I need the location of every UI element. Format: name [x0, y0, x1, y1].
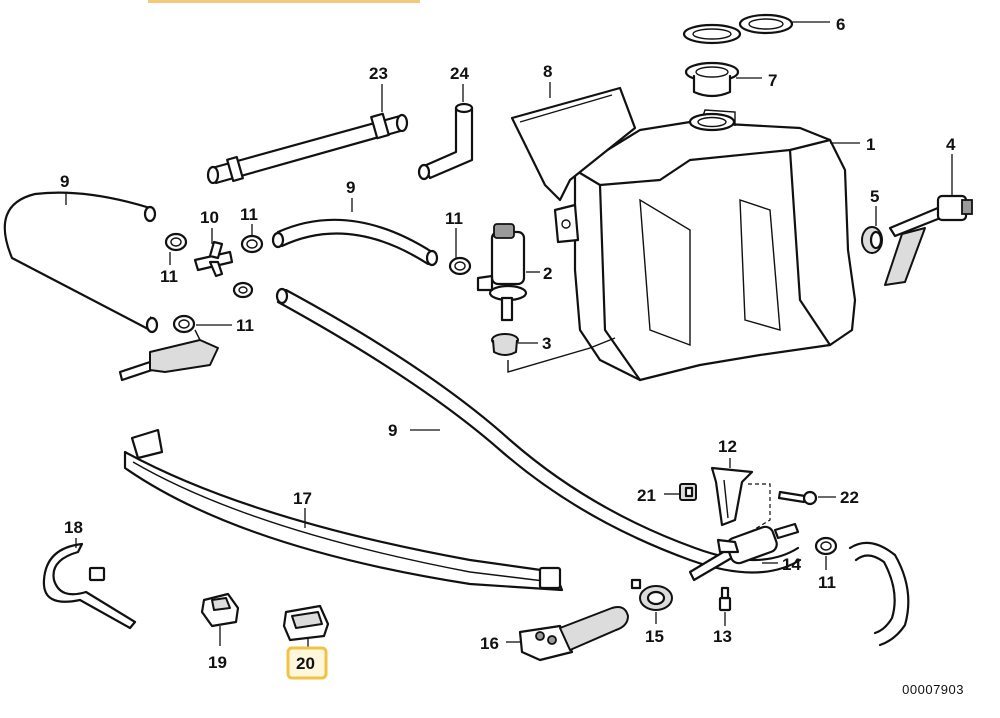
label-6: 6	[836, 15, 845, 34]
label-8: 8	[543, 62, 552, 81]
label-21: 21	[637, 486, 656, 505]
part-19-clip[interactable]	[200, 592, 240, 628]
label-19: 19	[208, 653, 227, 672]
part-9-hose-middle[interactable]	[271, 218, 439, 267]
part-4-level-sensor[interactable]	[884, 194, 973, 286]
label-7: 7	[768, 71, 777, 90]
part-9-hose-left[interactable]	[3, 191, 159, 334]
part-2-washer-pump[interactable]	[476, 223, 528, 322]
part-15-clip-ring[interactable]	[630, 578, 673, 611]
part-7-filler-neck[interactable]	[684, 61, 740, 98]
label-11-a: 11	[160, 267, 178, 286]
part-1-reservoir[interactable]	[553, 109, 857, 382]
label-1: 1	[866, 135, 875, 154]
label-18: 18	[64, 518, 83, 537]
part-24-elbow[interactable]	[417, 102, 474, 181]
part-11-clamp-b[interactable]	[232, 234, 264, 299]
part-9-hose-long[interactable]	[275, 287, 910, 647]
label-11-e: 11	[818, 573, 836, 592]
part-23-straight-tube[interactable]	[206, 112, 409, 185]
dashed-guide-12	[739, 483, 771, 539]
label-5: 5	[870, 187, 879, 206]
part-18-cable-tie[interactable]	[42, 542, 137, 630]
part-11-clamp-c[interactable]	[172, 314, 196, 334]
part-20-clip[interactable]	[282, 604, 330, 642]
part-6-gasket[interactable]	[682, 13, 794, 45]
label-11-b: 11	[240, 205, 258, 224]
label-24: 24	[450, 64, 469, 83]
label-16: 16	[480, 634, 499, 653]
part-13-screw[interactable]	[718, 586, 732, 612]
label-12: 12	[718, 437, 737, 456]
part-22-screw[interactable]	[777, 490, 818, 506]
leader-3-to-tank	[507, 337, 616, 373]
label-4: 4	[946, 135, 956, 154]
part-21-clip-nut[interactable]	[679, 483, 697, 501]
label-14: 14	[782, 555, 801, 574]
highlight-box-20[interactable]	[286, 646, 328, 680]
part-11-clamp-d[interactable]	[448, 256, 472, 276]
label-23: 23	[369, 64, 388, 83]
part-17-trim-panel[interactable]	[123, 428, 564, 592]
part-16-washer-jet[interactable]	[518, 606, 629, 662]
label-11-d: 11	[445, 209, 463, 228]
label-20: 20	[296, 654, 315, 673]
part-5-grommet[interactable]	[861, 226, 883, 254]
label-17: 17	[293, 489, 312, 508]
label-9-middle: 9	[346, 178, 355, 197]
part-14-heater[interactable]	[688, 522, 800, 582]
part-11-clamp-e[interactable]	[814, 536, 838, 556]
label-9-long: 9	[388, 421, 397, 440]
top-edge-bar	[148, 0, 420, 3]
part-8-shield[interactable]	[510, 86, 637, 202]
label-10: 10	[200, 208, 219, 227]
label-13: 13	[713, 627, 732, 646]
reference-code: 00007903	[902, 682, 964, 697]
part-11-clamp-a[interactable]	[164, 232, 188, 252]
left-hose-nozzle-connector[interactable]	[118, 329, 219, 382]
label-2: 2	[543, 264, 552, 283]
label-11-c: 11	[236, 316, 254, 335]
label-3: 3	[542, 334, 551, 353]
label-9-left: 9	[60, 172, 69, 191]
part-10-t-connector[interactable]	[193, 240, 234, 278]
part-3-grommet[interactable]	[491, 333, 519, 356]
part-12-bracket[interactable]	[710, 466, 754, 527]
label-15: 15	[645, 627, 664, 646]
label-22: 22	[840, 488, 859, 507]
